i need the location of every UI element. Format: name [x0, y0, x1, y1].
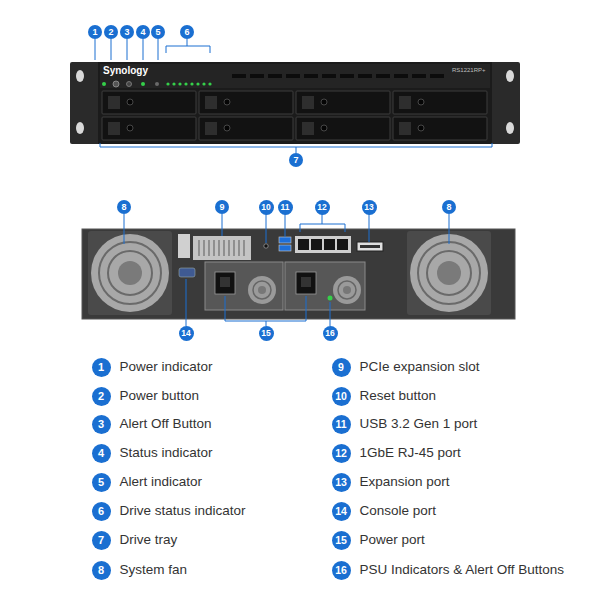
callout-number: 2 — [104, 25, 118, 39]
part-name: Power button — [120, 389, 200, 404]
callout-number: 13 — [362, 200, 377, 215]
legend-callout: 16PSU Indicators & Alert Off Buttons — [332, 561, 351, 580]
callout-number: 3 — [98, 419, 104, 430]
callout-number: 2 — [108, 28, 113, 37]
part-name: PSU Indicators & Alert Off Buttons — [360, 563, 565, 578]
callout-number: 1 — [98, 362, 104, 373]
part-name: Console port — [360, 504, 437, 519]
part-name: Power indicator — [120, 360, 213, 375]
part-name: Drive status indicator — [120, 504, 246, 519]
legend-callout: 9PCIe expansion slot — [332, 358, 351, 377]
callout-number: 9 — [215, 200, 229, 214]
part-name: PCIe expansion slot — [360, 360, 480, 375]
rear-panel — [82, 229, 515, 319]
callout-number: 1 — [88, 25, 102, 39]
part-name: Alert indicator — [120, 475, 203, 490]
callout-number: 16 — [325, 329, 334, 338]
legend-callout: 7Drive tray — [92, 531, 111, 550]
legend-callout: 121GbE RJ-45 port — [332, 444, 351, 463]
callout-number: 8 — [446, 203, 451, 212]
callout-number: 8 — [98, 565, 104, 576]
callout-number: 11 — [335, 419, 346, 430]
callout-number: 13 — [364, 203, 373, 212]
callout-number: 5 — [98, 477, 104, 488]
callout-number: 4 — [136, 25, 150, 39]
part-name: System fan — [120, 563, 188, 578]
callout-number: 10 — [259, 200, 274, 215]
callout-number: 6 — [98, 506, 104, 517]
callout-number: 16 — [335, 565, 347, 576]
callout-number: 10 — [261, 203, 270, 212]
callout-number: 4 — [98, 448, 104, 459]
callout-number: 5 — [155, 28, 160, 37]
callout-number: 11 — [281, 203, 290, 212]
callout-number: 8 — [121, 203, 126, 212]
callout-number: 15 — [261, 329, 270, 338]
callout-number: 11 — [278, 200, 293, 215]
callout-number: 13 — [335, 477, 347, 488]
callout-number: 1 — [92, 28, 97, 37]
brand-logo: Synology — [103, 66, 148, 76]
callout-number: 6 — [180, 25, 194, 39]
legend-callout: 4Status indicator — [92, 444, 111, 463]
part-name: Power port — [360, 533, 425, 548]
part-name: 1GbE RJ-45 port — [360, 446, 461, 461]
part-name: Drive tray — [120, 533, 178, 548]
callout-number: 4 — [140, 28, 145, 37]
callout-number: 15 — [335, 535, 347, 546]
callout-number: 14 — [181, 329, 190, 338]
callout-number: 8 — [117, 200, 131, 214]
callout-number: 9 — [219, 203, 224, 212]
callout-number: 8 — [442, 200, 456, 214]
callout-number: 10 — [335, 391, 347, 402]
callout-number: 16 — [323, 326, 338, 341]
callout-number: 5 — [151, 25, 165, 39]
legend-callout: 8System fan — [92, 561, 111, 580]
callout-number: 12 — [317, 203, 326, 212]
callout-number: 15 — [259, 326, 274, 341]
callout-number: 12 — [335, 448, 347, 459]
legend-callout: 14Console port — [332, 502, 351, 521]
legend-callout: 11USB 3.2 Gen 1 port — [332, 415, 351, 434]
callout-number: 7 — [293, 156, 298, 165]
legend-callout: 13Expansion port — [332, 473, 351, 492]
callout-number: 12 — [315, 200, 330, 215]
callout-number: 14 — [179, 326, 194, 341]
leader-lines — [95, 39, 492, 153]
part-name: Expansion port — [360, 475, 450, 490]
part-name: Alert Off Button — [120, 417, 212, 432]
callout-number: 9 — [338, 362, 344, 373]
legend-callout: 2Power button — [92, 387, 111, 406]
part-name: Reset button — [360, 389, 437, 404]
callout-number: 3 — [120, 25, 134, 39]
callout-number: 3 — [124, 28, 129, 37]
callout-number: 7 — [289, 153, 303, 167]
leader-lines — [124, 214, 449, 326]
legend-callout: 3Alert Off Button — [92, 415, 111, 434]
front-panel — [70, 62, 520, 144]
legend-callout: 5Alert indicator — [92, 473, 111, 492]
part-name: Status indicator — [120, 446, 213, 461]
callout-number: 7 — [98, 535, 104, 546]
callout-number: 14 — [335, 506, 347, 517]
part-name: USB 3.2 Gen 1 port — [360, 417, 478, 432]
legend-callout: 6Drive status indicator — [92, 502, 111, 521]
callout-number: 6 — [184, 28, 189, 37]
legend-callout: 10Reset button — [332, 387, 351, 406]
model-name: RS1221RP+ — [452, 67, 486, 73]
legend-callout: 1Power indicator — [92, 358, 111, 377]
callout-number: 2 — [98, 391, 104, 402]
legend-callout: 15Power port — [332, 531, 351, 550]
